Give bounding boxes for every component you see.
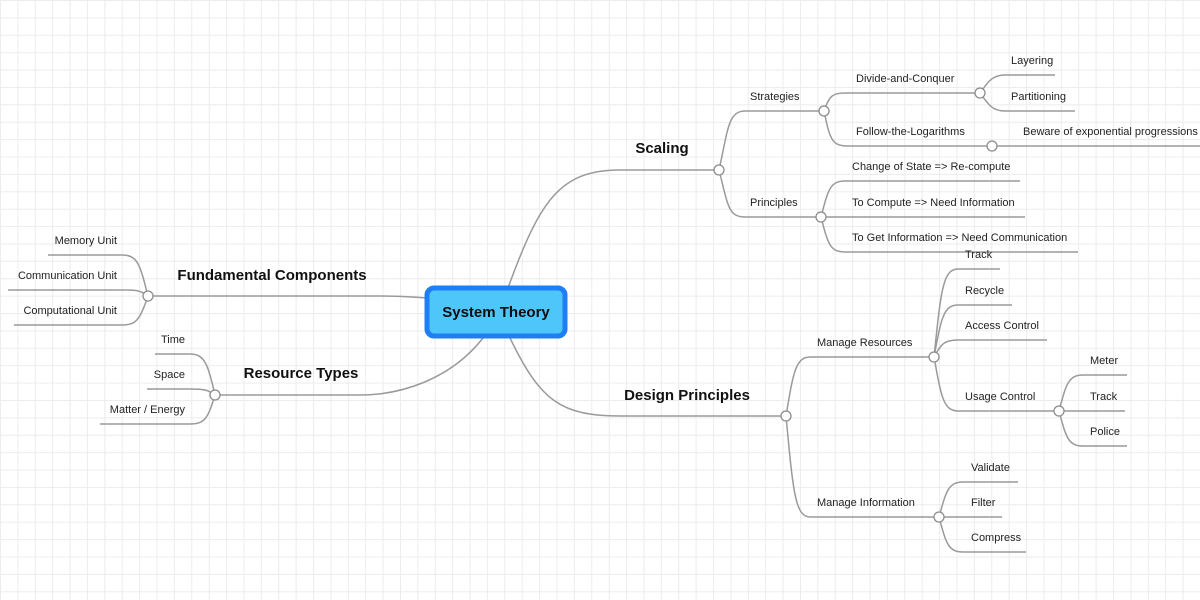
manage-resources-collapse-toggle[interactable] bbox=[928, 351, 940, 363]
line-principle-1 bbox=[820, 180, 1020, 218]
subtopic-manage-information[interactable]: Manage Information bbox=[817, 497, 915, 509]
line-time bbox=[155, 353, 216, 396]
follow-collapse-toggle[interactable] bbox=[986, 140, 998, 152]
principles-collapse-toggle[interactable] bbox=[815, 211, 827, 223]
line-space bbox=[147, 388, 216, 396]
subtopic-usage-control[interactable]: Usage Control bbox=[965, 391, 1035, 403]
resources-collapse-toggle[interactable] bbox=[209, 389, 221, 401]
leaf-validate[interactable]: Validate bbox=[971, 462, 1010, 474]
leaf-matter-energy[interactable]: Matter / Energy bbox=[110, 404, 186, 416]
topic-scaling[interactable]: Scaling bbox=[635, 140, 688, 157]
line-computational bbox=[14, 295, 149, 326]
subtopic-principles[interactable]: Principles bbox=[750, 197, 798, 209]
line-communication bbox=[8, 289, 149, 297]
line-validate bbox=[938, 481, 1018, 518]
leaf-compress[interactable]: Compress bbox=[971, 532, 1022, 544]
topic-fundamental-components[interactable]: Fundamental Components bbox=[177, 267, 366, 284]
leaf-space[interactable]: Space bbox=[154, 369, 185, 381]
connection-lines bbox=[8, 74, 1200, 553]
divide-collapse-toggle[interactable] bbox=[974, 87, 986, 99]
leaf-to-compute[interactable]: To Compute => Need Information bbox=[852, 197, 1015, 209]
line-matter bbox=[100, 394, 216, 425]
usage-control-collapse-toggle[interactable] bbox=[1053, 405, 1065, 417]
fundamental-collapse-toggle[interactable] bbox=[142, 290, 154, 302]
leaf-memory-unit[interactable]: Memory Unit bbox=[55, 235, 117, 247]
design-collapse-toggle[interactable] bbox=[780, 410, 792, 422]
manage-information-collapse-toggle[interactable] bbox=[933, 511, 945, 523]
leaf-police[interactable]: Police bbox=[1090, 426, 1120, 438]
line-divide bbox=[823, 92, 980, 112]
subtopic-manage-resources[interactable]: Manage Resources bbox=[817, 337, 913, 349]
line-principle-3 bbox=[820, 216, 1078, 253]
strategies-collapse-toggle[interactable] bbox=[818, 105, 830, 117]
leaf-computational-unit[interactable]: Computational Unit bbox=[23, 305, 117, 317]
topic-design-principles[interactable]: Design Principles bbox=[624, 387, 750, 404]
line-central-design bbox=[509, 337, 786, 417]
line-mr-access bbox=[933, 339, 1047, 358]
scaling-collapse-toggle[interactable] bbox=[713, 164, 725, 176]
leaf-recycle[interactable]: Recycle bbox=[965, 285, 1004, 297]
line-mr-track bbox=[933, 268, 1000, 358]
line-manage-information bbox=[785, 415, 939, 518]
central-topic[interactable]: System Theory bbox=[424, 285, 568, 339]
line-central-fundamental bbox=[148, 295, 428, 299]
line-central-resources bbox=[215, 337, 484, 396]
line-memory bbox=[48, 254, 149, 297]
leaf-time[interactable]: Time bbox=[161, 334, 185, 346]
line-central-scaling bbox=[507, 169, 719, 289]
line-meter bbox=[1058, 374, 1127, 412]
line-compress bbox=[938, 516, 1026, 553]
line-manage-resources bbox=[785, 356, 934, 417]
leaf-track[interactable]: Track bbox=[965, 249, 993, 261]
leaf-access-control[interactable]: Access Control bbox=[965, 320, 1039, 332]
leaf-meter[interactable]: Meter bbox=[1090, 355, 1118, 367]
topic-resource-types[interactable]: Resource Types bbox=[244, 365, 359, 382]
leaf-usage-track[interactable]: Track bbox=[1090, 391, 1118, 403]
subtopic-follow-the-logarithms[interactable]: Follow-the-Logarithms bbox=[856, 126, 965, 138]
subtopic-strategies[interactable]: Strategies bbox=[750, 91, 800, 103]
leaf-to-get-information[interactable]: To Get Information => Need Communication bbox=[852, 232, 1067, 244]
leaf-communication-unit[interactable]: Communication Unit bbox=[18, 270, 117, 282]
leaf-beware-exponential[interactable]: Beware of exponential progressions bbox=[1023, 126, 1198, 138]
central-topic-box[interactable] bbox=[424, 285, 568, 339]
leaf-filter[interactable]: Filter bbox=[971, 497, 996, 509]
leaf-partitioning[interactable]: Partitioning bbox=[1011, 91, 1066, 103]
subtopic-divide-and-conquer[interactable]: Divide-and-Conquer bbox=[856, 73, 955, 85]
connectors bbox=[142, 87, 1065, 523]
line-principles bbox=[718, 169, 821, 218]
line-mr-recycle bbox=[933, 304, 1012, 358]
leaf-layering[interactable]: Layering bbox=[1011, 55, 1053, 67]
line-follow bbox=[823, 110, 992, 147]
line-mr-usage bbox=[933, 356, 1059, 412]
central-topic-label: System Theory bbox=[442, 304, 550, 321]
leaf-change-of-state[interactable]: Change of State => Re-compute bbox=[852, 161, 1010, 173]
line-police bbox=[1058, 410, 1127, 447]
line-strategies bbox=[718, 110, 824, 171]
